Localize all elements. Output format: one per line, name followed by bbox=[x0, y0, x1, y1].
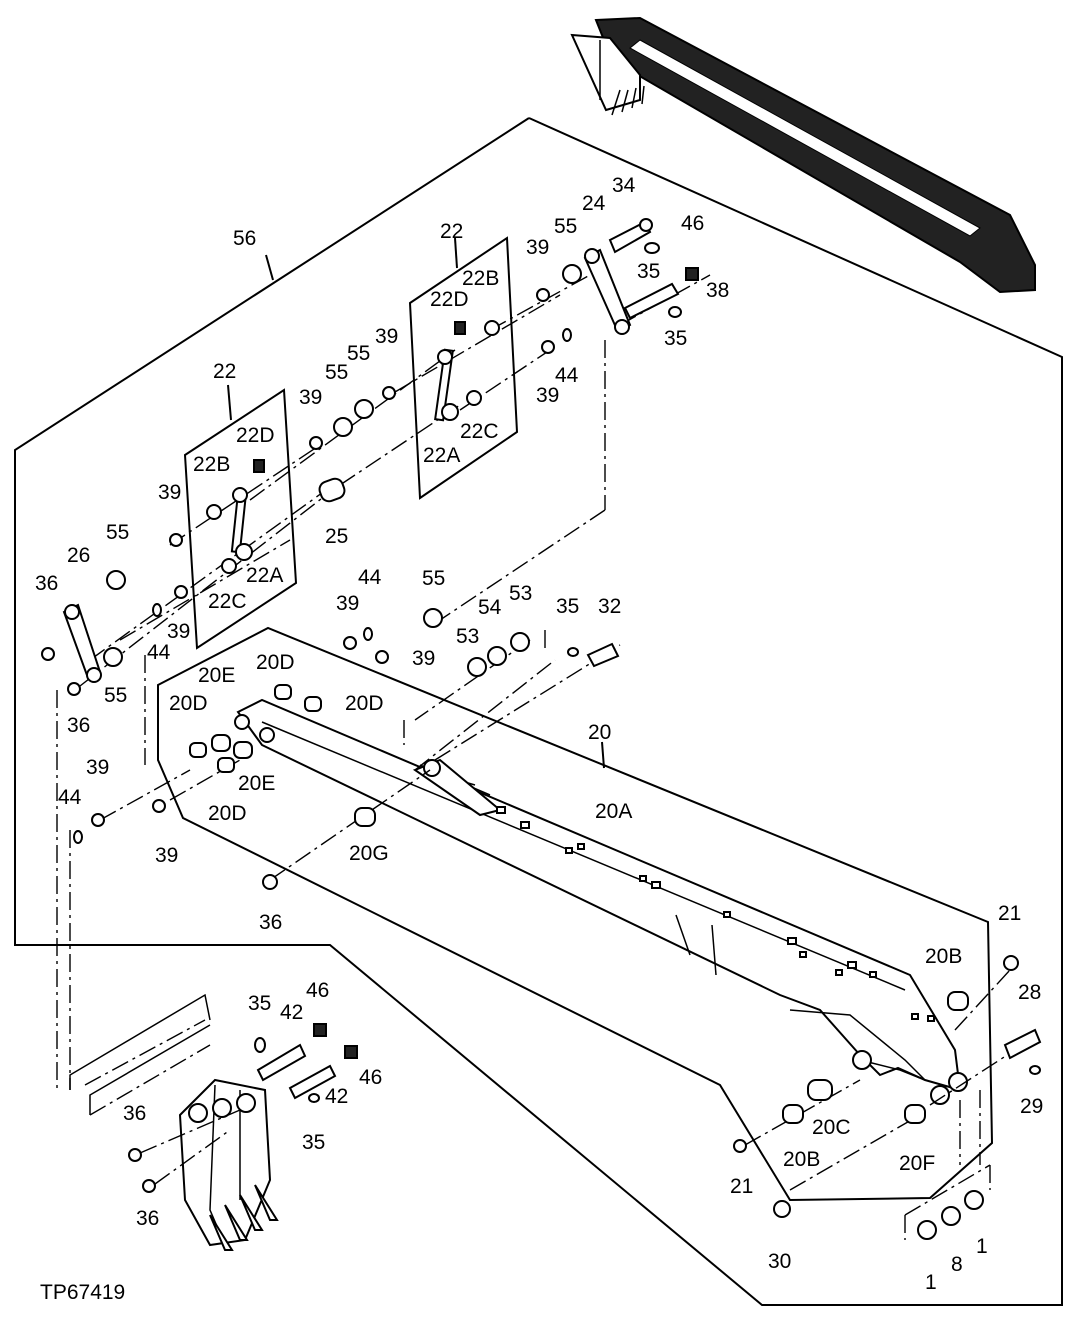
label-22B-upper: 22B bbox=[462, 267, 499, 290]
label-36-bucket-b: 36 bbox=[136, 1207, 159, 1230]
label-36-left: 36 bbox=[35, 572, 58, 595]
label-30: 30 bbox=[768, 1250, 791, 1273]
label-46-bucket-top: 46 bbox=[306, 979, 329, 1002]
label-55-chain-a: 55 bbox=[347, 342, 370, 365]
label-20D-top: 20D bbox=[256, 651, 295, 674]
label-36-left-b: 36 bbox=[67, 714, 90, 737]
label-39-bottom: 39 bbox=[155, 844, 178, 867]
label-46-top: 46 bbox=[681, 212, 704, 235]
label-44-bottom-left: 44 bbox=[58, 786, 82, 809]
label-55-left-b: 55 bbox=[104, 684, 127, 707]
label-39-upper-right: 39 bbox=[536, 384, 559, 407]
label-54: 54 bbox=[478, 596, 502, 619]
label-39-chain-a: 39 bbox=[375, 325, 398, 348]
label-1-left: 1 bbox=[925, 1271, 937, 1294]
label-39-bottom-left: 39 bbox=[86, 756, 109, 779]
label-39-mid-a: 39 bbox=[336, 592, 359, 615]
label-39-left-a: 39 bbox=[158, 481, 181, 504]
label-39-top: 39 bbox=[526, 236, 549, 259]
label-20E-top: 20E bbox=[198, 664, 235, 687]
label-20B-right: 20B bbox=[925, 945, 962, 968]
label-21-right: 21 bbox=[998, 902, 1021, 925]
label-20B-bottom: 20B bbox=[783, 1148, 820, 1171]
label-35-bucket-bottom: 35 bbox=[302, 1131, 325, 1154]
label-35-mid: 35 bbox=[664, 327, 687, 350]
label-21-bottom: 21 bbox=[730, 1175, 753, 1198]
label-20D-left: 20D bbox=[169, 692, 208, 715]
label-22D-upper: 22D bbox=[430, 288, 469, 311]
label-1-right: 1 bbox=[976, 1235, 988, 1258]
label-20C: 20C bbox=[812, 1116, 851, 1139]
label-8: 8 bbox=[951, 1253, 963, 1276]
label-22A-lower: 22A bbox=[246, 564, 283, 587]
label-38: 38 bbox=[706, 279, 729, 302]
parts bbox=[41, 218, 1042, 1240]
label-20D-bottom: 20D bbox=[208, 802, 247, 825]
label-20E-bottom: 20E bbox=[238, 772, 275, 795]
label-36-bucket-a: 36 bbox=[123, 1102, 146, 1125]
label-56: 56 bbox=[233, 227, 256, 250]
label-44-top: 44 bbox=[555, 364, 579, 387]
arm-20-outline bbox=[157, 626, 994, 1202]
label-42-top: 42 bbox=[280, 1001, 303, 1024]
label-55-mid: 55 bbox=[422, 567, 445, 590]
label-28: 28 bbox=[1018, 981, 1041, 1004]
label-20D-right: 20D bbox=[345, 692, 384, 715]
label-39-mid-b: 39 bbox=[412, 647, 435, 670]
label-32: 32 bbox=[598, 595, 621, 618]
label-25: 25 bbox=[325, 525, 348, 548]
kit-22-lower-frame bbox=[183, 384, 298, 650]
label-42-bottom: 42 bbox=[325, 1085, 348, 1108]
label-55-chain-b: 55 bbox=[325, 361, 348, 384]
label-20F: 20F bbox=[899, 1152, 935, 1175]
label-39-chain-b: 39 bbox=[299, 386, 322, 409]
label-20: 20 bbox=[588, 721, 611, 744]
label-53-left: 53 bbox=[456, 625, 479, 648]
label-35-right: 35 bbox=[556, 595, 579, 618]
label-22C-lower: 22C bbox=[208, 590, 247, 613]
callout-labels: 56 22 22 22D 22B 22A 22C 22D 22B 22A 22C… bbox=[35, 174, 1043, 1304]
label-22C-upper: 22C bbox=[460, 420, 499, 443]
label-46-bucket-right: 46 bbox=[359, 1066, 382, 1089]
arm-body bbox=[234, 698, 968, 1105]
label-22A-upper: 22A bbox=[423, 444, 460, 467]
label-55-top: 55 bbox=[554, 215, 577, 238]
label-22B-lower: 22B bbox=[193, 453, 230, 476]
arm-overview-thumbnail bbox=[570, 16, 1036, 294]
label-35-bucket: 35 bbox=[248, 992, 271, 1015]
label-34: 34 bbox=[612, 174, 636, 197]
kit-56-outline bbox=[14, 117, 1063, 1306]
bucket-outline bbox=[69, 993, 358, 1251]
label-36-center: 36 bbox=[259, 911, 282, 934]
exploded-view-centerlines bbox=[56, 274, 1016, 1240]
label-20A: 20A bbox=[595, 800, 632, 823]
label-39-left-b: 39 bbox=[167, 620, 190, 643]
label-35-top: 35 bbox=[637, 260, 660, 283]
label-55-left: 55 bbox=[106, 521, 129, 544]
label-22-upper: 22 bbox=[440, 220, 463, 243]
label-22D-lower: 22D bbox=[236, 424, 275, 447]
label-26: 26 bbox=[67, 544, 90, 567]
label-53-right: 53 bbox=[509, 582, 532, 605]
label-44-mid: 44 bbox=[358, 566, 382, 589]
label-44-left: 44 bbox=[147, 641, 171, 664]
label-22-lower: 22 bbox=[213, 360, 236, 383]
label-29: 29 bbox=[1020, 1095, 1043, 1118]
kit-22-upper-frame bbox=[408, 236, 519, 500]
label-20G: 20G bbox=[349, 842, 389, 865]
diagram-code: TP67419 bbox=[40, 1281, 125, 1304]
label-24: 24 bbox=[582, 192, 606, 215]
